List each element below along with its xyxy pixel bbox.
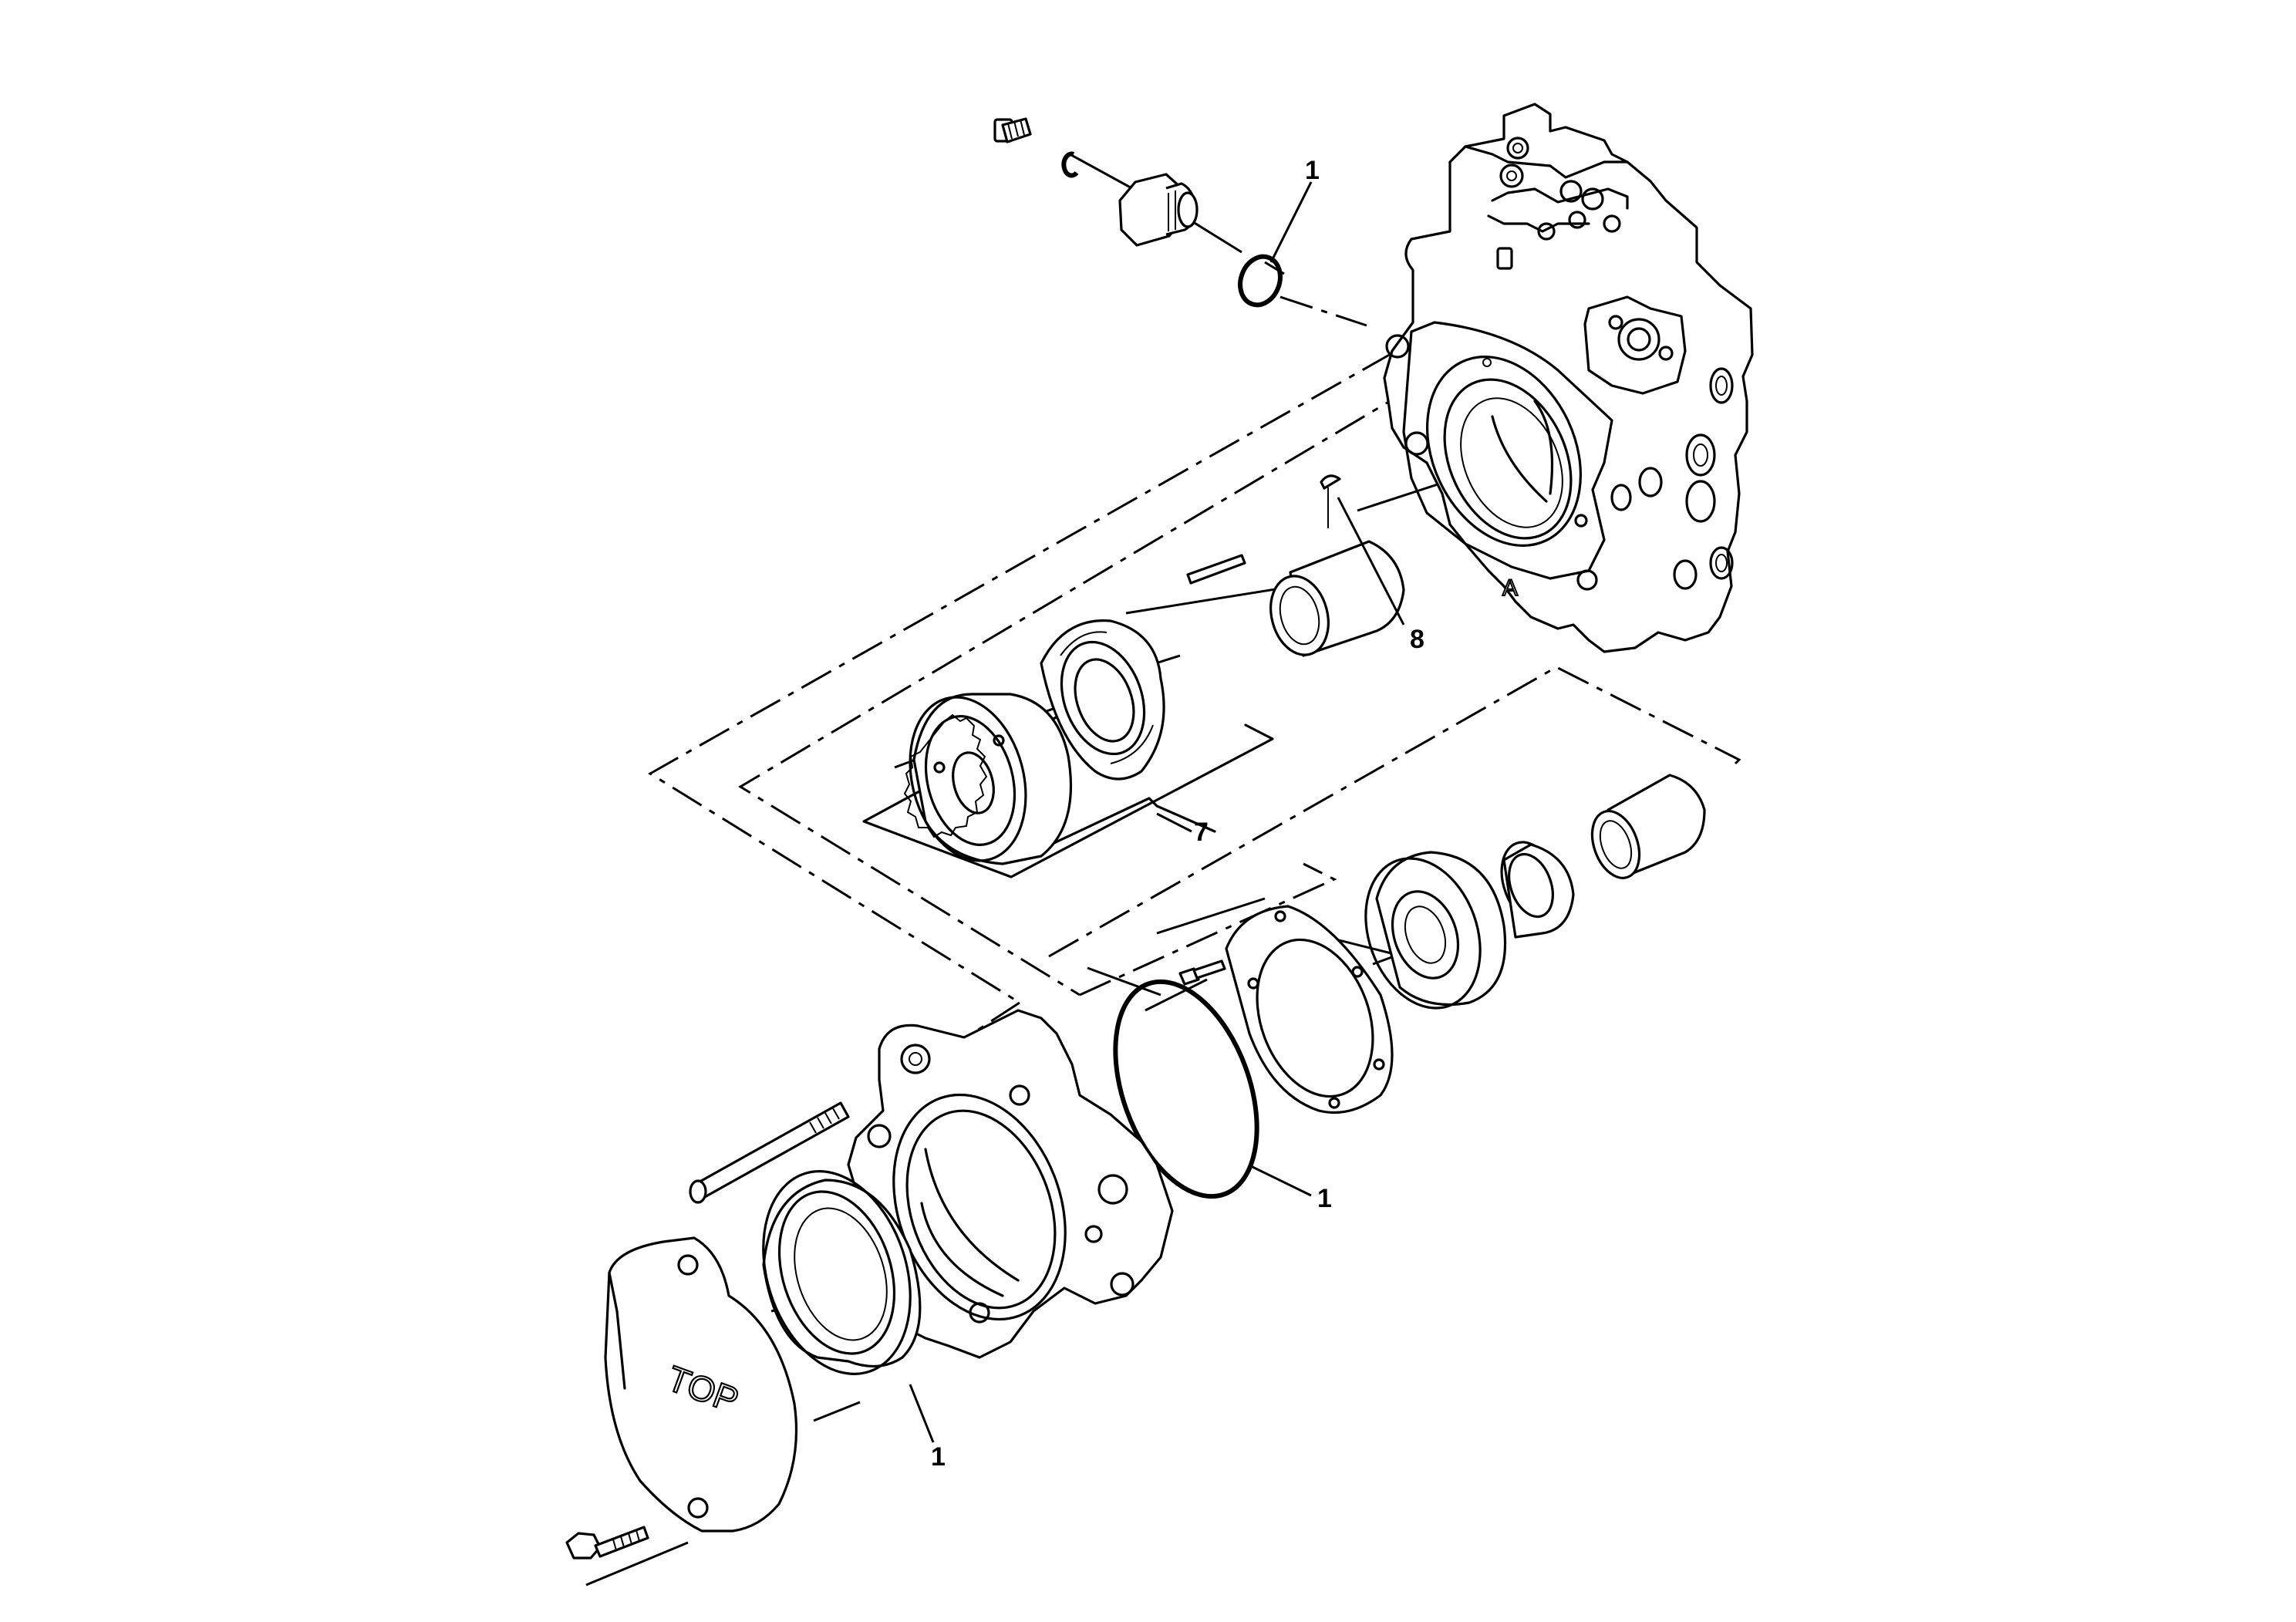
shaft-seal — [762, 1170, 922, 1375]
dowel-pin — [1186, 554, 1246, 585]
callout-1-bottom: 1 — [931, 1442, 946, 1472]
bearing-hub — [1364, 851, 1507, 1010]
wear-plate — [1040, 619, 1165, 781]
housing-port-letter: A — [1502, 575, 1518, 601]
gerotor-gear-set — [903, 693, 1073, 865]
front-flange-body — [847, 1009, 1174, 1359]
hex-bolt — [565, 1526, 649, 1560]
small-screw — [1178, 959, 1226, 986]
callout-1-top: 1 — [1305, 156, 1320, 185]
flange-plate — [1225, 905, 1394, 1114]
splined-coupling — [1590, 774, 1706, 879]
o-ring-plug — [1238, 254, 1283, 308]
callout-leaders — [909, 181, 1405, 1443]
callout-7: 7 — [1194, 818, 1209, 847]
woodruff-key — [1320, 474, 1341, 528]
small-o-ring — [1061, 151, 1079, 178]
spacer-ring — [1500, 841, 1575, 939]
large-o-ring — [1113, 979, 1259, 1199]
end-cover: TOP — [604, 1236, 798, 1533]
pump-housing: A — [1383, 103, 1754, 653]
callout-labels: 1 8 7 1 1 — [931, 156, 1424, 1472]
callout-8: 8 — [1410, 625, 1424, 654]
callout-1-middle: 1 — [1317, 1184, 1332, 1213]
long-bolt — [689, 1101, 850, 1204]
hex-plug — [1118, 173, 1199, 247]
small-plug-screw — [993, 117, 1032, 143]
shaft-sleeve — [1269, 540, 1405, 657]
